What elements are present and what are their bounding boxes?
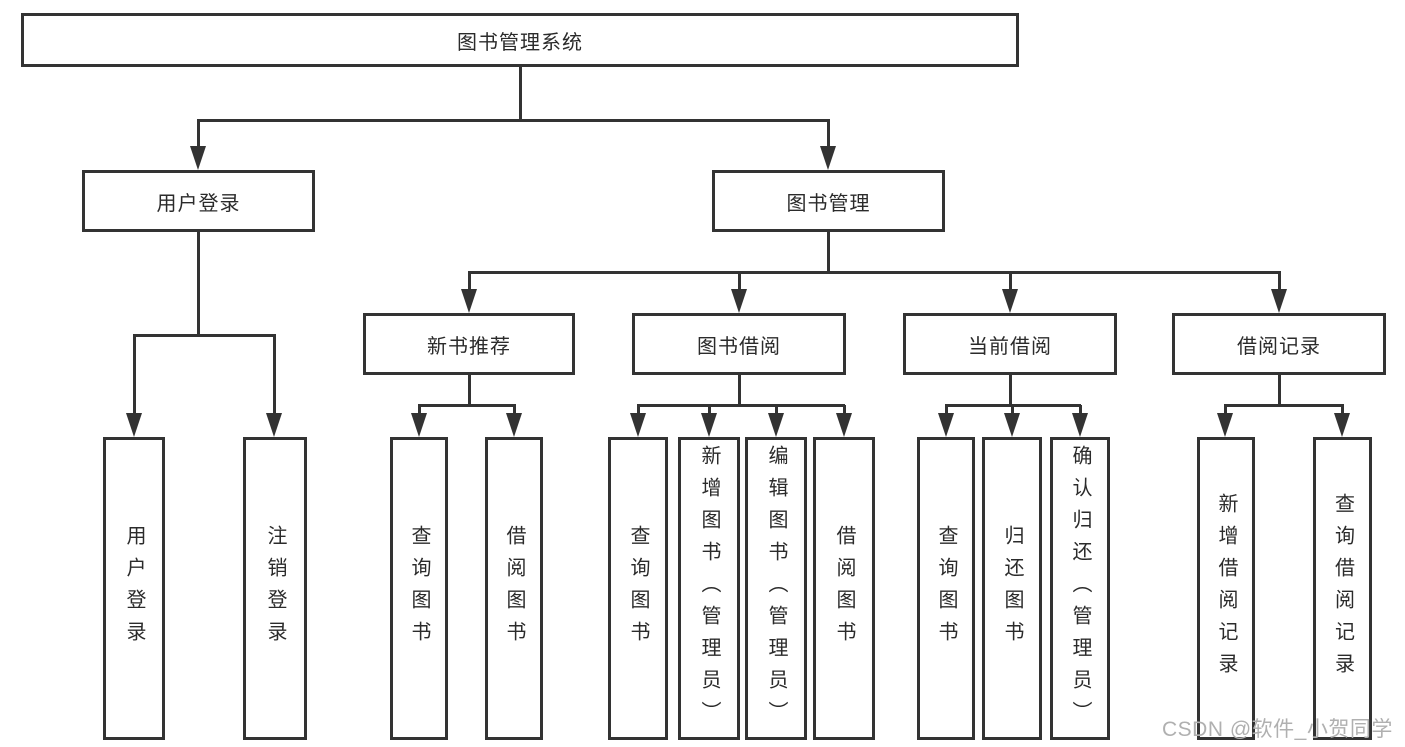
arrow-to-book-management xyxy=(820,146,836,170)
connector-book-borrowing-branch xyxy=(637,404,845,407)
connector-stub-edit-book xyxy=(775,405,778,415)
connector-stub-leaf-user-login xyxy=(133,335,136,415)
connector-stub-borrow-recommend xyxy=(513,405,516,415)
node-current-borrowing: 当前借阅 xyxy=(903,313,1117,375)
leaf-borrow-books-borrowing: 借阅图书 xyxy=(813,437,875,740)
node-borrowing-records: 借阅记录 xyxy=(1172,313,1386,375)
connector-stub-borrow-book xyxy=(843,405,846,415)
connector-root-stem xyxy=(519,67,522,120)
arrow-to-borrow-recommend xyxy=(506,413,522,437)
leaf-add-borrow-record: 新增借阅记录 xyxy=(1197,437,1255,740)
csdn-watermark: CSDN @软件_小贺同学 xyxy=(1162,718,1393,741)
node-user-login: 用户登录 xyxy=(82,170,315,232)
arrow-to-leaf-user-login xyxy=(126,413,142,437)
arrow-to-query-borrowing xyxy=(630,413,646,437)
arrow-to-new-book xyxy=(461,289,477,313)
connector-stub-add-book xyxy=(708,405,711,415)
connector-borrowing-records-branch xyxy=(1224,404,1344,407)
connector-stub-borrowing-records xyxy=(1278,272,1281,291)
leaf-edit-book-admin: 编辑图书（管理员） xyxy=(745,437,807,740)
connector-stub-return-book xyxy=(1011,405,1014,415)
connector-stub-query-recommend xyxy=(418,405,421,415)
arrow-to-user-login xyxy=(190,146,206,170)
connector-book-management-branch xyxy=(468,271,1281,274)
arrow-to-borrowing-records xyxy=(1271,289,1287,313)
leaf-add-book-admin: 新增图书（管理员） xyxy=(678,437,740,740)
arrow-to-query-current xyxy=(938,413,954,437)
connector-stub-query-record xyxy=(1341,405,1344,415)
arrow-to-query-record xyxy=(1334,413,1350,437)
connector-stub-query-borrowing xyxy=(637,405,640,415)
connector-user-login-stem xyxy=(197,232,200,335)
connector-stub-confirm-return xyxy=(1079,405,1082,415)
arrow-to-leaf-logout xyxy=(266,413,282,437)
leaf-query-borrow-record: 查询借阅记录 xyxy=(1313,437,1372,740)
leaf-logout: 注销登录 xyxy=(243,437,307,740)
connector-book-borrowing-stem xyxy=(738,375,741,405)
leaf-return-book: 归还图书 xyxy=(982,437,1042,740)
leaf-user-login: 用户登录 xyxy=(103,437,165,740)
connector-borrowing-records-stem xyxy=(1278,375,1281,405)
connector-stub-leaf-logout xyxy=(273,335,276,415)
connector-stub-book-borrowing xyxy=(738,272,741,291)
arrow-to-query-recommend xyxy=(411,413,427,437)
arrow-to-add-book xyxy=(701,413,717,437)
node-library-system: 图书管理系统 xyxy=(21,13,1019,67)
connector-root-branch xyxy=(197,119,830,122)
arrow-to-book-borrowing xyxy=(731,289,747,313)
connector-current-borrowing-stem xyxy=(1009,375,1012,405)
node-book-borrowing: 图书借阅 xyxy=(632,313,846,375)
leaf-query-books-borrowing: 查询图书 xyxy=(608,437,668,740)
connector-new-book-stem xyxy=(468,375,471,405)
arrow-to-edit-book xyxy=(768,413,784,437)
connector-stub-add-record xyxy=(1224,405,1227,415)
node-new-book-recommendation: 新书推荐 xyxy=(363,313,575,375)
connector-user-login-branch xyxy=(133,334,276,337)
leaf-confirm-return-admin: 确认归还（管理员） xyxy=(1050,437,1110,740)
arrow-to-return-book xyxy=(1004,413,1020,437)
arrow-to-borrow-book xyxy=(836,413,852,437)
arrow-to-current-borrowing xyxy=(1002,289,1018,313)
node-book-management: 图书管理 xyxy=(712,170,945,232)
connector-stub-user-login xyxy=(197,120,200,148)
connector-new-book-branch xyxy=(418,404,516,407)
arrow-to-confirm-return xyxy=(1072,413,1088,437)
connector-stub-new-book xyxy=(468,272,471,291)
leaf-borrow-books-recommend: 借阅图书 xyxy=(485,437,543,740)
connector-stub-query-current xyxy=(945,405,948,415)
connector-stub-book-management xyxy=(827,120,830,148)
leaf-query-books-recommend: 查询图书 xyxy=(390,437,448,740)
connector-book-management-stem xyxy=(827,232,830,272)
leaf-query-books-current: 查询图书 xyxy=(917,437,975,740)
arrow-to-add-record xyxy=(1217,413,1233,437)
connector-stub-current-borrowing xyxy=(1009,272,1012,291)
